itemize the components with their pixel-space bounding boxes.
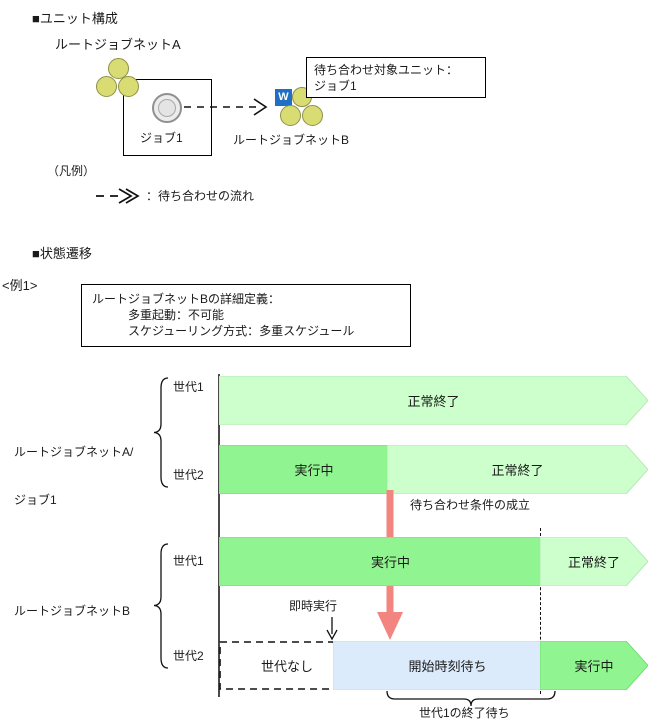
generation1-end-dotted-line: [540, 528, 541, 694]
group-b-label: ルートジョブネットB: [14, 604, 131, 618]
definition-line3: スケジューリング方式：多重スケジュール: [128, 324, 355, 338]
jobnet-b-circle-left: [280, 105, 301, 126]
bar-b-gen2-start-time-wait: 開始時刻待ち: [333, 641, 562, 690]
job-icon-inner: [158, 99, 176, 117]
legend-text: ：待ち合わせの流れ: [146, 189, 255, 203]
example-label: <例1>: [2, 278, 38, 293]
bar-a-gen2-running: 実行中: [219, 445, 409, 494]
gen1-end-wait-brace: [386, 690, 556, 707]
callout-line1: 待ち合わせ対象ユニット：: [314, 63, 459, 77]
wait-target-callout: 待ち合わせ対象ユニット： ジョブ1: [306, 57, 486, 98]
legend-title: （凡例）: [47, 164, 96, 178]
wait-flow-arrow: [184, 98, 268, 116]
gen2-label-b: 世代2: [173, 649, 204, 663]
wait-condition-annotation: 待ち合わせ条件の成立: [410, 498, 531, 512]
definition-line1: ルートジョブネットBの詳細定義：: [92, 292, 281, 306]
jobnet-b-label: ルートジョブネットB: [233, 133, 350, 147]
bar-b-gen1-normal-end: 正常終了: [540, 537, 648, 586]
bar-b-gen1-running: 実行中: [219, 537, 562, 586]
wait-badge-icon: W: [275, 89, 292, 106]
unit-composition-heading: ■ユニット構成: [32, 11, 118, 26]
state-transition-heading: ■状態遷移: [32, 246, 92, 261]
timeline-axis: [218, 374, 220, 697]
jobnet-a-circle-top: [108, 58, 129, 79]
group-a-label-line1: ルートジョブネットA/: [14, 445, 134, 459]
immediate-exec-arrow: [326, 617, 338, 641]
callout-line2: ジョブ1: [314, 79, 357, 93]
group-a-label-line2: ジョブ1: [14, 493, 57, 507]
bar-a-gen1-normal-end: 正常終了: [219, 376, 648, 425]
job-icon: [152, 93, 182, 123]
legend-arrow-icon: [96, 188, 140, 204]
jobnet-a-circle-left: [96, 76, 117, 97]
gen1-label-a: 世代1: [173, 380, 204, 394]
definition-line2: 多重起動：不可能: [128, 308, 225, 322]
group-b-brace: [153, 543, 169, 669]
job1-label: ジョブ1: [140, 131, 183, 145]
jobnet-a-circle-right: [118, 76, 139, 97]
group-a-brace: [153, 377, 169, 488]
bar-a-gen2-normal-end: 正常終了: [387, 445, 648, 494]
gen1-end-wait-label: 世代1の終了待ち: [419, 706, 510, 720]
gen1-label-b: 世代1: [173, 554, 204, 568]
gen2-label-a: 世代2: [173, 468, 204, 482]
jobnet-a-label: ルートジョブネットA: [55, 37, 181, 52]
definition-box: ルートジョブネットBの詳細定義： 多重起動：不可能 スケジューリング方式：多重ス…: [81, 284, 411, 347]
jobnet-b-circle-right: [302, 105, 323, 126]
group-a-label: ルートジョブネットA/ ジョブ1: [14, 412, 133, 524]
bar-b-gen2-running: 実行中: [540, 641, 648, 690]
immediate-exec-annotation: 即時実行: [289, 599, 338, 613]
